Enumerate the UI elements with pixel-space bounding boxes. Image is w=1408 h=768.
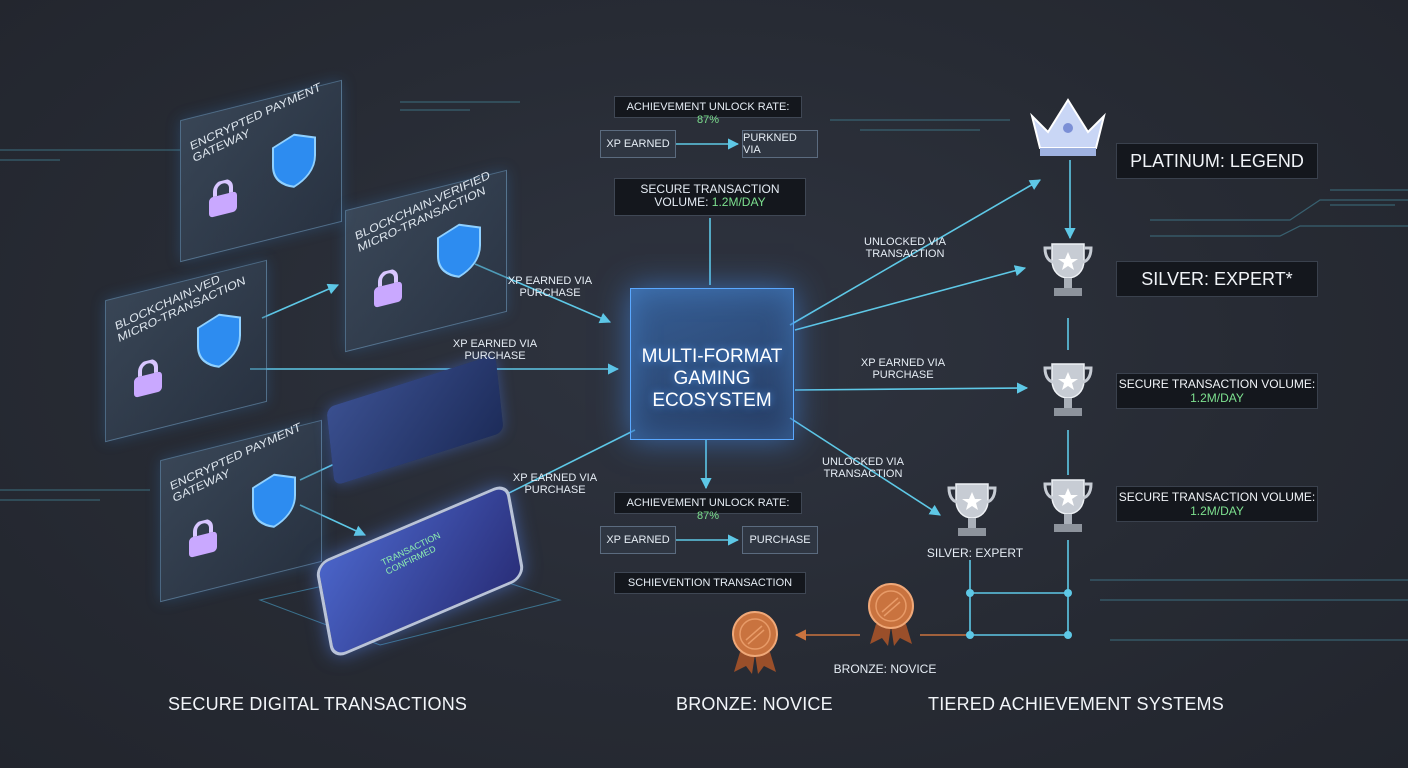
micro-transaction-panel-1: Blockchain-Verified Micro-Transaction [345,168,507,353]
arrow-label-xp-1: XP Earned via Purchase [507,275,593,299]
volume-value: 1.2M/Day [1190,391,1244,405]
ecosystem-title: Multi-Format Gaming Ecosystem [641,346,783,411]
rate-value: 87% [696,114,720,126]
payment-gateway-panel-1: Encrypted Payment Gateway [180,79,342,263]
flow-node-xp-earned-top: XP Earned [600,130,676,158]
trophy-icon [1043,479,1093,532]
arrow-label-unlock-2: Unlocked via Transaction [822,456,904,480]
arrow-label-unlock-1: Unlocked via Transaction [864,236,946,260]
transaction-volume-box-center: Secure Transaction Volume: 1.2M/Day [614,178,806,216]
shield-icon [252,473,296,528]
trophy-icon [1043,243,1093,296]
transaction-volume-box-right-1: Secure Transaction Volume: 1.2M/Day [1116,373,1318,409]
arrow-label-xp-right: XP Earned via Purchase [860,357,946,381]
achievement-rate-box-bottom: Achievement Unlock Rate: 87% [614,492,802,522]
bronze-novice-caption: Bronze: Novice [833,662,937,676]
tier-platinum-label: Platinum: Legend [1116,143,1318,179]
lock-icon [189,519,217,558]
rate-label: Achievement Unlock Rate: [626,101,790,113]
transaction-note-box: Schievention Transaction [614,572,806,594]
volume-label: Secure Transaction Volume: [640,182,780,209]
achievement-rate-box-top: Achievement Unlock Rate: 87% [614,96,802,126]
shield-icon [437,223,481,278]
section-title-transactions: Secure Digital Transactions [168,694,468,714]
volume-label: Secure Transaction Volume: [1118,490,1316,504]
arrow-label-xp-2: XP Earned via Purchase [452,338,538,362]
section-title-bronze: Bronze: Novice [676,694,833,714]
silver-expert-caption: Silver: Expert [926,546,1024,560]
crown-icon [1030,98,1106,156]
shield-icon [197,313,241,368]
transaction-volume-box-right-2: Secure Transaction Volume: 1.2M/Day [1116,486,1318,522]
trophy-icon [947,483,997,536]
gaming-ecosystem-cube [630,288,794,440]
volume-label: Secure Transaction Volume: [1118,377,1316,391]
flow-node-purchased-top: Purkned via [742,130,818,158]
lock-icon [134,359,162,398]
volume-value: 1.2M/Day [1190,504,1244,518]
micro-transaction-panel-2: Blockchain-Ved Micro-Transaction [105,259,267,443]
lock-icon [374,269,402,308]
trophy-icon [1043,363,1093,416]
volume-value: 1.2M/Day [711,195,766,209]
section-title-achievements: Tiered Achievement Systems [928,694,1224,714]
arrow-label-xp-3: XP Earned via Purchase [512,472,598,496]
medal-icon [732,611,778,674]
lock-icon [209,179,237,218]
payment-gateway-panel-2: Encrypted Payment Gateway [160,419,322,603]
flow-node-xp-earned-bottom: XP Earned [600,526,676,554]
medal-icon [868,583,914,646]
shield-icon [272,133,316,188]
flow-node-purchase-bottom: Purchase [742,526,818,554]
rate-value: 87% [696,510,720,522]
tier-silver-label: Silver: Expert* [1116,261,1318,297]
rate-label: Achievement Unlock Rate: [626,497,790,509]
